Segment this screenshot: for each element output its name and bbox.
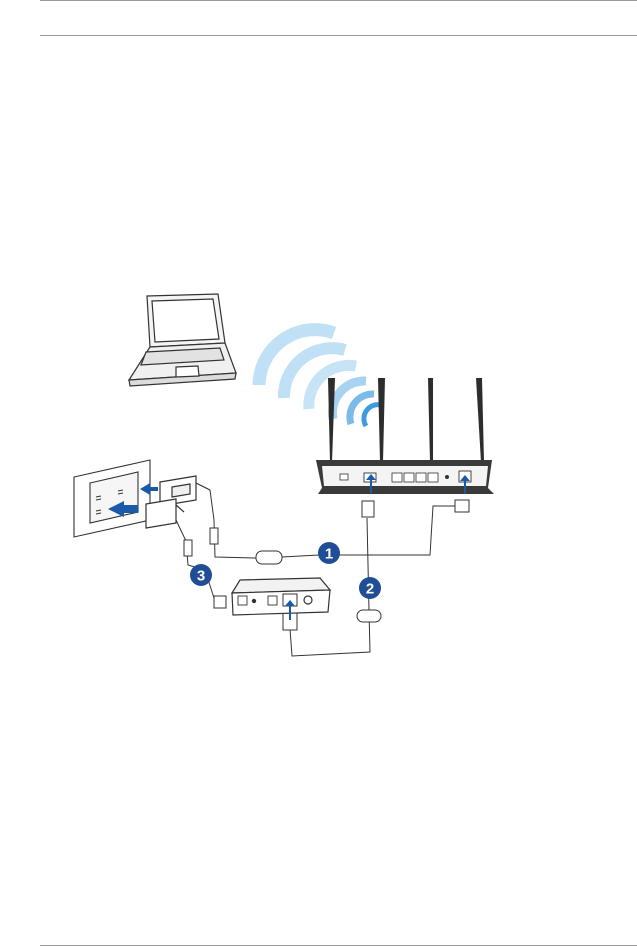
step-badge-2: 2 xyxy=(359,577,381,599)
power-adapter-icon xyxy=(146,476,210,528)
modem-icon xyxy=(232,578,330,615)
step-number-1: 1 xyxy=(325,546,333,563)
ethernet-plug-1 xyxy=(362,501,374,517)
modem-power-plug xyxy=(214,596,226,608)
step-number-3: 3 xyxy=(197,568,205,585)
step-badge-1: 1 xyxy=(318,542,340,564)
step-badge-3: 3 xyxy=(190,564,212,586)
wifi-waves-icon xyxy=(259,330,381,426)
laptop-icon xyxy=(129,294,236,386)
cable-clip-1 xyxy=(210,528,218,544)
cable-clip-2 xyxy=(184,540,192,556)
cable-tie-1 xyxy=(256,551,282,564)
wall-outlet-icon xyxy=(74,460,150,537)
step-number-2: 2 xyxy=(366,581,374,598)
router-power-plug xyxy=(455,500,469,512)
cable-tie-2 xyxy=(357,610,381,622)
